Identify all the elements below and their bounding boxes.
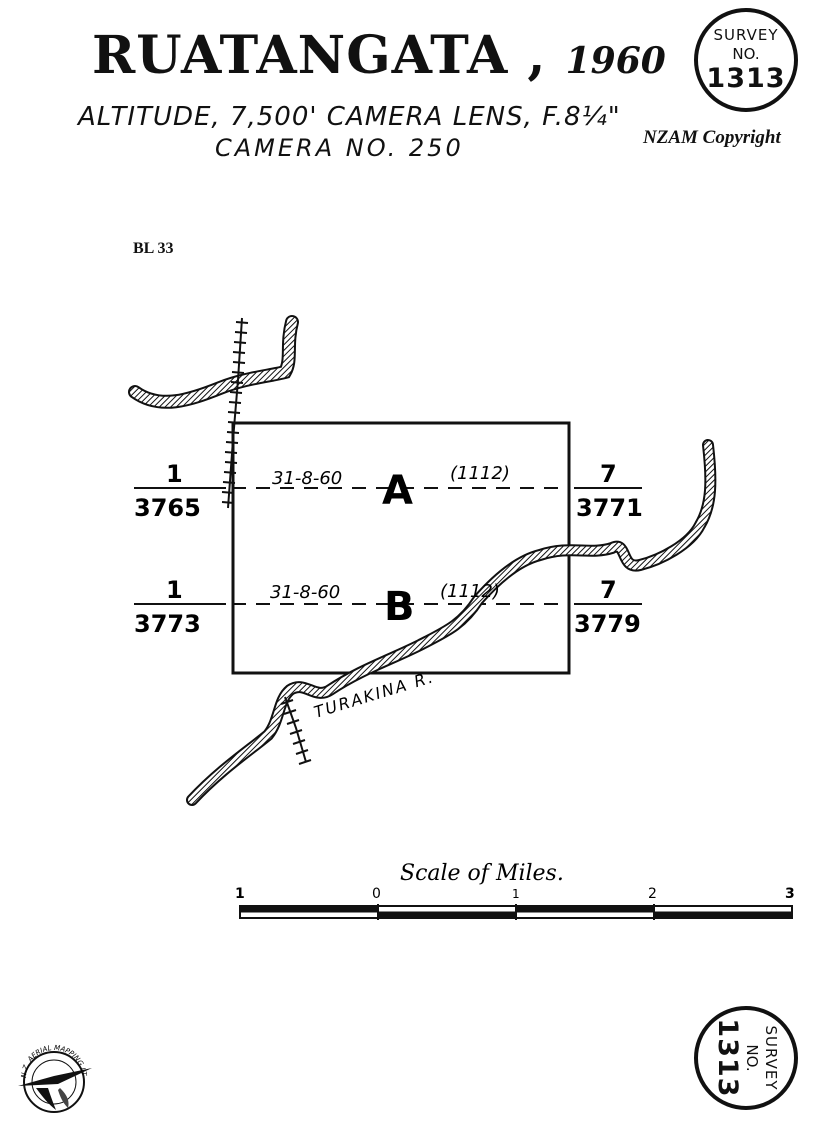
run-b-right-start: 7 bbox=[600, 576, 617, 604]
run-b-left-start: 1 bbox=[166, 576, 183, 604]
road-north bbox=[128, 315, 299, 409]
stamp-abbr: NO. bbox=[732, 45, 760, 63]
run-a-letter: A bbox=[382, 468, 413, 514]
coverage-area bbox=[231, 421, 571, 675]
run-b-left-frame: 3773 bbox=[134, 610, 201, 638]
map-title: RUATANGATA , 1960 bbox=[92, 30, 666, 82]
run-a-left-frame: 3765 bbox=[134, 494, 201, 522]
railway-sleepers bbox=[221, 321, 249, 504]
flight-details-line-2: CAMERA NO. 250 bbox=[215, 134, 464, 162]
flight-details-line-1: ALTITUDE, 7,500' CAMERA LENS, F.8¼" bbox=[78, 102, 621, 132]
stamp-number: 1313 bbox=[706, 63, 786, 94]
sheet-reference: BL 33 bbox=[133, 240, 174, 257]
scale-tick-label: 1 bbox=[235, 886, 245, 902]
run-a-date: 31-8-60 bbox=[272, 468, 342, 489]
railway-north bbox=[221, 317, 249, 509]
turakina-river bbox=[186, 439, 717, 806]
railway-sleepers bbox=[280, 699, 312, 765]
survey-stamp-top: SURVEY NO. 1313 bbox=[694, 8, 798, 112]
run-a-code: (1112) bbox=[450, 463, 510, 484]
run-b-right-frame: 3779 bbox=[574, 610, 641, 638]
run-a-right-frame: 3771 bbox=[576, 494, 643, 522]
run-b-letter: B bbox=[384, 584, 415, 630]
title-text: RUATANGATA , bbox=[92, 25, 547, 86]
aerial-mapping-logo-icon: N.Z. AERIAL MAPPING LTD. bbox=[8, 1038, 92, 1113]
run-b-date: 31-8-60 bbox=[270, 582, 340, 603]
copyright-notice: NZAM Copyright bbox=[643, 127, 781, 148]
title-year: 1960 bbox=[565, 40, 666, 82]
scale-tick-label: 3 bbox=[785, 886, 795, 902]
run-a-right-start: 7 bbox=[600, 460, 617, 488]
run-a-left-start: 1 bbox=[166, 460, 183, 488]
scale-tick-label: 0 bbox=[372, 886, 381, 902]
scale-title: Scale of Miles. bbox=[400, 861, 564, 886]
scale-bar bbox=[239, 904, 793, 920]
stamp-label: SURVEY bbox=[713, 26, 779, 44]
scale-tick-label: 1 bbox=[512, 887, 520, 901]
scale-tick-label: 2 bbox=[648, 886, 657, 902]
run-b-code: (1112) bbox=[440, 581, 500, 602]
railway-south bbox=[280, 696, 312, 765]
